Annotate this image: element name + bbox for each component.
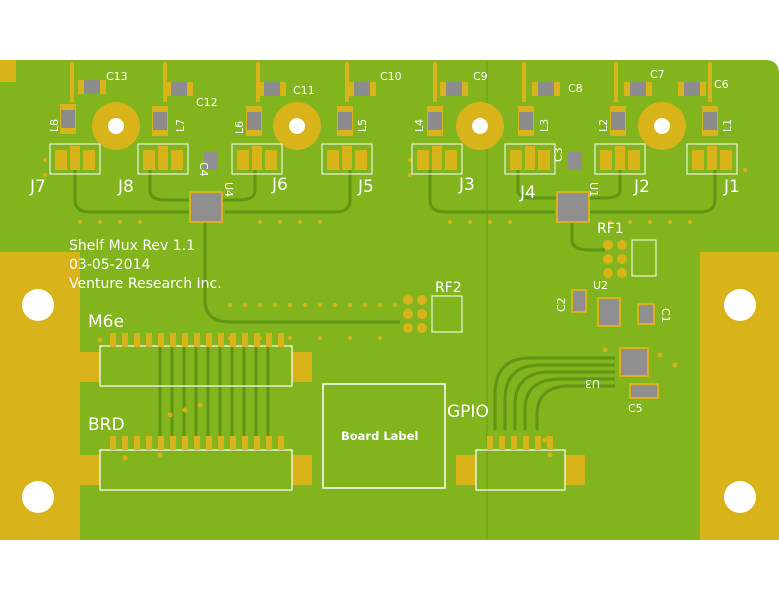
rf1-label: RF1 <box>597 221 624 237</box>
brd-label: BRD <box>88 415 125 435</box>
svg-text:L8: L8 <box>48 119 61 132</box>
top-capacitors <box>78 80 706 96</box>
svg-text:L2: L2 <box>597 119 610 132</box>
board-label-text: Board Label <box>341 429 418 443</box>
svg-text:J1: J1 <box>723 177 740 197</box>
svg-text:C5: C5 <box>628 402 643 415</box>
inductors <box>60 104 718 136</box>
rf-footprints <box>403 239 657 333</box>
title-line-1: Shelf Mux Rev 1.1 <box>69 238 195 254</box>
title-line-3: Venture Research Inc. <box>69 276 222 292</box>
ribbon-connectors <box>80 333 585 491</box>
gpio-label: GPIO <box>447 402 489 422</box>
svg-text:J7: J7 <box>29 177 46 197</box>
svg-text:L7: L7 <box>174 119 187 132</box>
svg-text:U4: U4 <box>222 182 235 197</box>
m6e-label: M6e <box>88 312 124 332</box>
svg-text:C1: C1 <box>659 308 672 323</box>
svg-text:C12: C12 <box>196 96 218 109</box>
mounting-holes <box>22 289 756 513</box>
svg-text:L5: L5 <box>356 119 369 132</box>
title-line-2: 03-05-2014 <box>69 257 150 273</box>
svg-text:L3: L3 <box>538 119 551 132</box>
board-label-box <box>322 383 446 489</box>
svg-text:L6: L6 <box>233 121 246 134</box>
svg-text:J2: J2 <box>633 177 650 197</box>
svg-text:C2: C2 <box>555 297 568 312</box>
jack-footprints <box>49 143 738 175</box>
silkscreen-text: Shelf Mux Rev 1.1 03-05-2014 Venture Res… <box>29 68 740 443</box>
svg-text:J5: J5 <box>357 177 374 197</box>
svg-text:L1: L1 <box>721 119 734 132</box>
svg-text:L4: L4 <box>413 119 426 132</box>
svg-text:J4: J4 <box>519 183 536 203</box>
rf2-label: RF2 <box>435 280 462 296</box>
via-rows <box>43 158 747 461</box>
traces <box>73 170 717 430</box>
svg-text:U3: U3 <box>585 377 600 390</box>
svg-text:C7: C7 <box>650 68 665 81</box>
svg-text:J3: J3 <box>458 175 475 195</box>
svg-text:C4: C4 <box>197 162 210 177</box>
svg-text:C6: C6 <box>714 78 729 91</box>
ic-chips <box>189 152 659 399</box>
svg-text:C11: C11 <box>293 84 315 97</box>
svg-text:J6: J6 <box>271 175 288 195</box>
svg-text:C10: C10 <box>380 70 402 83</box>
svg-text:C9: C9 <box>473 70 488 83</box>
svg-text:U1: U1 <box>587 182 600 197</box>
svg-text:J8: J8 <box>117 177 134 197</box>
left-top-gold-pad <box>0 60 16 82</box>
svg-text:C3: C3 <box>552 147 565 162</box>
svg-text:U2: U2 <box>593 279 608 292</box>
large-vias <box>92 102 686 150</box>
svg-text:C8: C8 <box>568 82 583 95</box>
connector-bus <box>158 345 270 438</box>
svg-text:C13: C13 <box>106 70 128 83</box>
